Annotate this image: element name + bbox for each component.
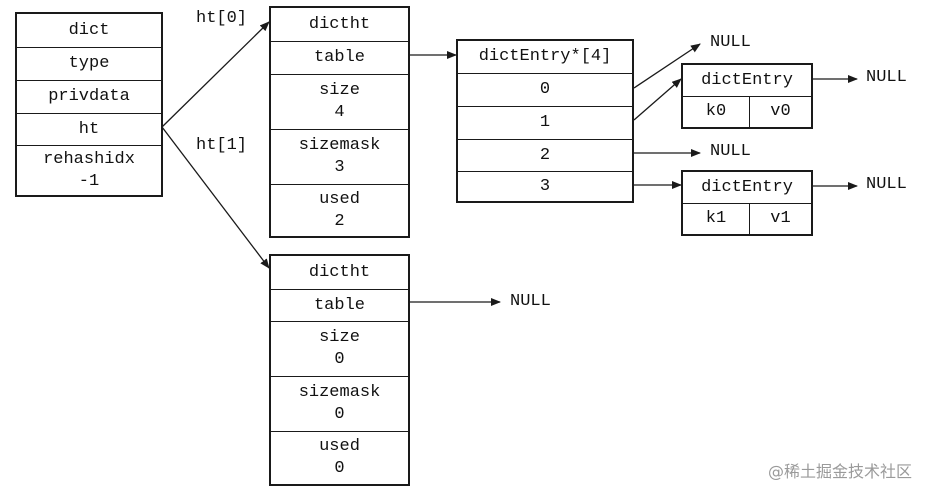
dict-entry-1-value: v1	[749, 204, 811, 234]
label-ht1: ht[1]	[196, 136, 248, 155]
arrow-dict-to-ht1	[161, 126, 270, 269]
table-array: dictEntry*[4] 0 1 2 3	[456, 39, 634, 203]
arrow-slot0-to-null	[633, 43, 701, 89]
table-slot-1: 1	[458, 106, 632, 139]
dict-entry-0-kv: k0 v0	[683, 96, 811, 127]
dict-entry-1: dictEntry k1 v1	[681, 170, 813, 236]
label-ht0: ht[0]	[196, 9, 248, 28]
dict-entry-1-title: dictEntry	[701, 177, 793, 197]
ht0-sizemask-field: sizemask 3	[271, 129, 408, 184]
ht0-used-field: used 2	[271, 184, 408, 236]
slot0-null: NULL	[710, 33, 751, 52]
ht1-dictht: dictht table size 0 sizemask 0 used 0	[269, 254, 410, 486]
ht0-dictht: dictht table size 4 sizemask 3 used 2	[269, 6, 410, 238]
slot2-null: NULL	[710, 142, 751, 161]
ht1-table-null: NULL	[510, 292, 551, 311]
entry0-next-null: NULL	[866, 68, 907, 87]
ht0-table-field: table	[271, 41, 408, 74]
ht1-title: dictht	[308, 262, 371, 282]
dict-entry-0-key: k0	[705, 102, 727, 121]
dict-entry-1-kv: k1 v1	[683, 203, 811, 234]
dict-field-type: type	[17, 47, 161, 80]
entry1-next-null: NULL	[866, 175, 907, 194]
dict-entry-0: dictEntry k0 v0	[681, 63, 813, 129]
ht0-title: dictht	[308, 14, 371, 34]
table-slot-2: 2	[458, 139, 632, 171]
dict-field-ht: ht	[17, 113, 161, 145]
table-slot-3: 3	[458, 171, 632, 201]
arrow-slot1-to-entry0	[633, 78, 682, 121]
dict-field-privdata: privdata	[17, 80, 161, 113]
ht0-size-field: size 4	[271, 74, 408, 129]
table-slot-0: 0	[458, 73, 632, 106]
ht1-size-field: size 0	[271, 321, 408, 376]
dict-entry-0-title: dictEntry	[701, 70, 793, 90]
arrow-dict-to-ht0	[161, 21, 270, 128]
dict-entry-0-value: v0	[749, 97, 811, 127]
watermark: @稀土掘金技术社区	[768, 462, 913, 481]
dict-title: dict	[68, 20, 110, 40]
dict-field-rehashidx: rehashidx -1	[17, 145, 161, 195]
ht1-table-field: table	[271, 289, 408, 321]
dict-entry-1-key: k1	[705, 209, 727, 228]
table-array-title: dictEntry*[4]	[478, 47, 612, 66]
dict-struct: dict type privdata ht rehashidx -1	[15, 12, 163, 197]
ht1-used-field: used 0	[271, 431, 408, 484]
ht1-sizemask-field: sizemask 0	[271, 376, 408, 431]
